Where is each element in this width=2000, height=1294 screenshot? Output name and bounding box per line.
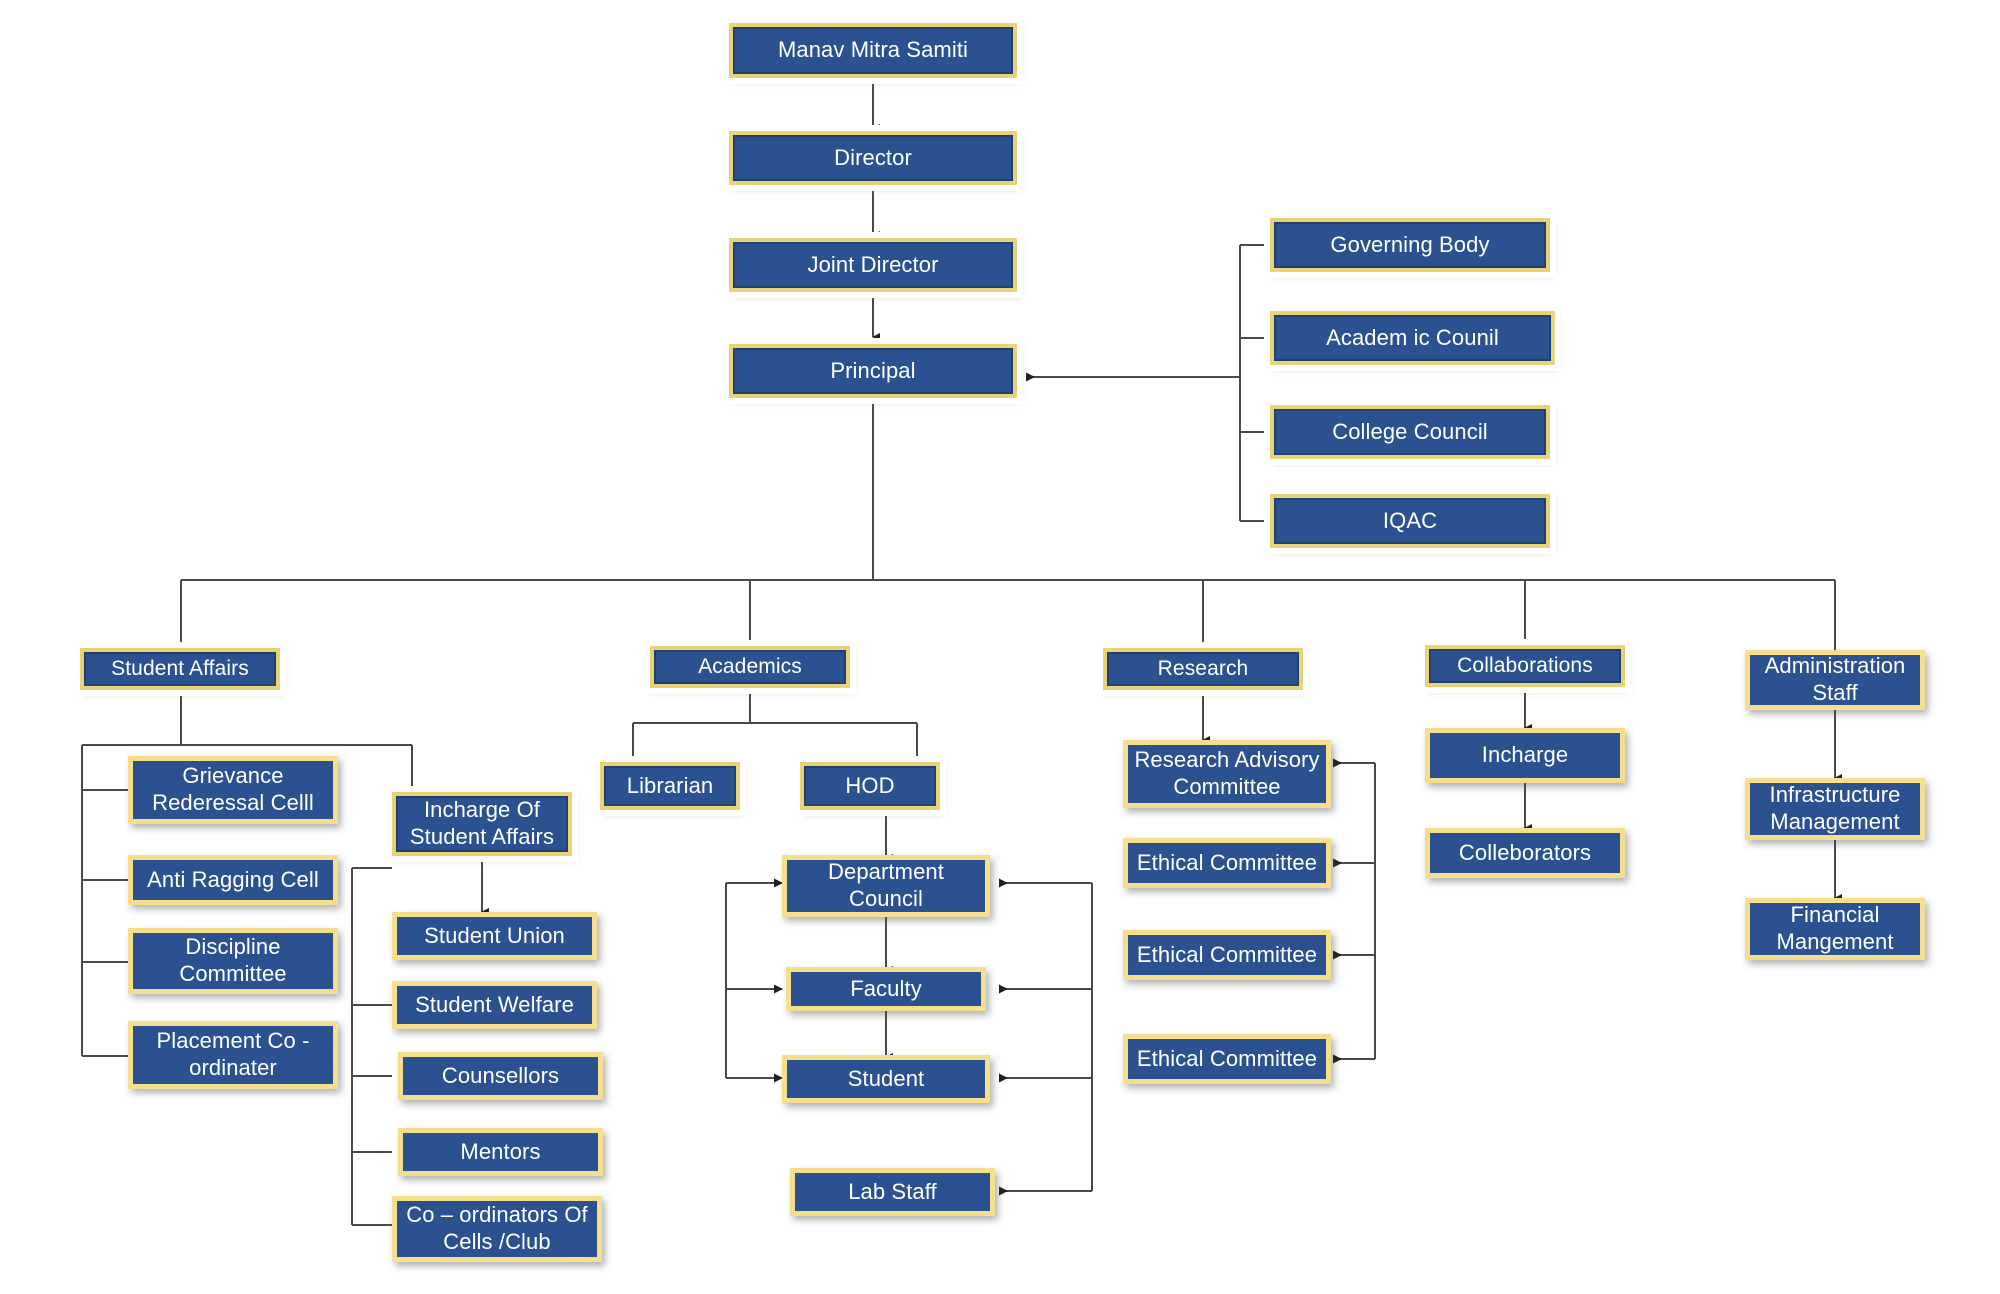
node-infrastructure-management[interactable]: Infrastructure Management <box>1745 778 1925 840</box>
node-research-advisory-committee[interactable]: Research Advisory Committee <box>1123 740 1331 808</box>
node-librarian[interactable]: Librarian <box>594 756 746 816</box>
node-grievance-rederessal-celll[interactable]: Grievance Rederessal Celll <box>128 756 338 824</box>
node-principal[interactable]: Principal <box>723 338 1023 404</box>
node-collaborations[interactable]: Collaborations <box>1419 639 1631 693</box>
node-faculty[interactable]: Faculty <box>786 967 986 1011</box>
node-iqac[interactable]: IQAC <box>1264 488 1556 554</box>
node-academics[interactable]: Academics <box>644 640 856 694</box>
node-counsellors[interactable]: Counsellors <box>398 1052 603 1100</box>
node-anti-ragging-cell[interactable]: Anti Ragging Cell <box>128 855 338 905</box>
node-colleborators[interactable]: Colleborators <box>1425 828 1625 878</box>
node-student-affairs[interactable]: Student Affairs <box>74 642 286 696</box>
node-incharge[interactable]: Incharge <box>1425 728 1625 783</box>
node-discipline-committee[interactable]: Discipline Committee <box>128 928 338 994</box>
node-college-council[interactable]: College Council <box>1264 399 1556 465</box>
node-joint-director[interactable]: Joint Director <box>723 232 1023 298</box>
node-governing-body[interactable]: Governing Body <box>1264 212 1556 278</box>
node-research[interactable]: Research <box>1097 642 1309 696</box>
node-administration-staff[interactable]: Administration Staff <box>1745 650 1925 710</box>
node-placement-coordinater[interactable]: Placement Co - ordinater <box>128 1021 338 1089</box>
node-student-welfare[interactable]: Student Welfare <box>392 981 597 1029</box>
node-department-council[interactable]: Department Council <box>782 855 990 917</box>
node-coordinators-of-cells-club[interactable]: Co – ordinators Of Cells /Club <box>392 1196 602 1262</box>
node-director[interactable]: Director <box>723 125 1023 191</box>
node-hod[interactable]: HOD <box>794 756 946 816</box>
node-ethical-committee-2[interactable]: Ethical Committee <box>1123 930 1331 980</box>
node-ethical-committee-3[interactable]: Ethical Committee <box>1123 1034 1331 1084</box>
node-mentors[interactable]: Mentors <box>398 1128 603 1176</box>
node-financial-mangement[interactable]: Financial Mangement <box>1745 898 1925 960</box>
node-student-union[interactable]: Student Union <box>392 912 597 960</box>
node-incharge-of-student-affairs[interactable]: Incharge Of Student Affairs <box>386 786 578 862</box>
node-lab-staff[interactable]: Lab Staff <box>790 1168 995 1216</box>
node-academic-counil[interactable]: Academ ic Counil <box>1264 305 1561 371</box>
node-student[interactable]: Student <box>782 1055 990 1103</box>
node-ethical-committee-1[interactable]: Ethical Committee <box>1123 838 1331 888</box>
node-manav-mitra-samiti[interactable]: Manav Mitra Samiti <box>723 17 1023 84</box>
